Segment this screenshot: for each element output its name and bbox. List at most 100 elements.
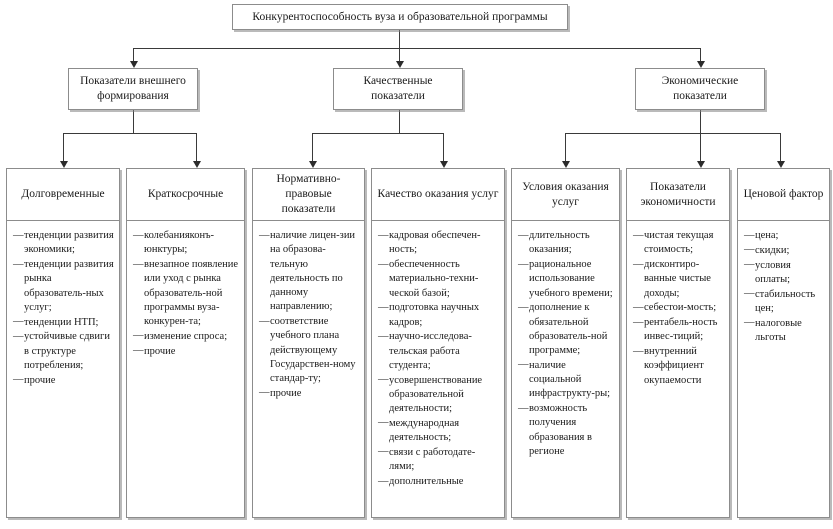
leaf-body-2: —наличие лицен-зии на образова-тельную д… bbox=[253, 221, 364, 517]
list-item-label: тенденции развития экономики; bbox=[24, 230, 114, 256]
leaf-column-short-term[interactable]: Краткосрочные —колебанияконъ-юнктуры;—вн… bbox=[126, 168, 245, 518]
arrow-level2-1 bbox=[396, 61, 404, 68]
connector-group1-drop-1 bbox=[443, 133, 444, 161]
list-item-label: международная деятельность; bbox=[389, 417, 460, 444]
group-node-external-indicators[interactable]: Показатели внешнего формирования bbox=[68, 68, 198, 110]
leaf-header-0: Долговременные bbox=[7, 169, 119, 221]
bullet-dash-icon: — bbox=[378, 374, 389, 386]
list-item-label: условия оплаты; bbox=[755, 259, 791, 285]
list-item-label: кадровая обеспечен-ность; bbox=[389, 230, 481, 256]
list-item-label: стабильность цен; bbox=[755, 288, 816, 314]
leaf-column-long-term[interactable]: Долговременные —тенденции развития эконо… bbox=[6, 168, 120, 518]
leaf-header-3: Качество оказания услуг bbox=[372, 169, 504, 221]
list-item: —наличие социальной инфраструкту-ры; bbox=[518, 359, 614, 402]
bullet-dash-icon: — bbox=[518, 359, 529, 371]
connector-group0-drop-0 bbox=[63, 133, 64, 161]
leaf-column-service-quality[interactable]: Качество оказания услуг —кадровая обеспе… bbox=[371, 168, 505, 518]
list-item: —кадровая обеспечен-ность; bbox=[378, 229, 499, 258]
connector-group0-stem bbox=[133, 110, 134, 133]
list-item: —прочие bbox=[13, 374, 114, 388]
group-node-label-2: Экономические показатели bbox=[661, 75, 739, 102]
list-item-label: тенденции НТП; bbox=[24, 316, 99, 328]
bullet-dash-icon: — bbox=[133, 345, 144, 357]
list-item: —налоговые льготы bbox=[744, 317, 824, 346]
list-item: —дополнительные bbox=[378, 475, 499, 489]
group-node-economic-indicators[interactable]: Экономические показатели bbox=[635, 68, 765, 110]
list-item-label: устойчивые сдвиги в структуре потреблени… bbox=[24, 331, 110, 371]
leaf-column-efficiency-indicators[interactable]: Показатели экономичности —чистая текущая… bbox=[626, 168, 730, 518]
bullet-dash-icon: — bbox=[13, 229, 24, 241]
arrow-leaf-6 bbox=[777, 161, 785, 168]
list-item-label: внутренний коэффициент окупаемости bbox=[644, 346, 704, 386]
list-item: —стабильность цен; bbox=[744, 288, 824, 317]
leaf-header-2: Нормативно-правовые показатели bbox=[253, 169, 364, 221]
leaf-list-5: —чистая текущая стоимость;—дисконтиро-ва… bbox=[633, 229, 724, 388]
connector-group1-drop-0 bbox=[312, 133, 313, 161]
connector-group0-drop-1 bbox=[196, 133, 197, 161]
root-node-competitiveness[interactable]: Конкурентоспособность вуза и образовател… bbox=[232, 4, 568, 30]
list-item-label: рентабель-ность инвес-тиций; bbox=[644, 317, 718, 343]
list-item: —тенденции НТП; bbox=[13, 316, 114, 330]
leaf-body-5: —чистая текущая стоимость;—дисконтиро-ва… bbox=[627, 221, 729, 517]
arrow-leaf-0 bbox=[60, 161, 68, 168]
list-item: —скидки; bbox=[744, 244, 824, 258]
bullet-dash-icon: — bbox=[133, 229, 144, 241]
group-node-label-0: Показатели внешнего формирования bbox=[80, 75, 186, 102]
group-node-quality-indicators[interactable]: Качественные показатели bbox=[333, 68, 463, 110]
bullet-dash-icon: — bbox=[744, 244, 755, 256]
arrow-leaf-1 bbox=[193, 161, 201, 168]
leaf-column-service-conditions[interactable]: Условия оказания услуг —длительность ока… bbox=[511, 168, 620, 518]
list-item: —изменение спроса; bbox=[133, 330, 239, 344]
leaf-column-price-factor[interactable]: Ценовой фактор —цена;—скидки;—условия оп… bbox=[737, 168, 830, 518]
list-item: —подготовка научных кадров; bbox=[378, 301, 499, 330]
bullet-dash-icon: — bbox=[378, 475, 389, 487]
list-item: —длительность оказания; bbox=[518, 229, 614, 258]
list-item-label: подготовка научных кадров; bbox=[389, 302, 480, 328]
list-item-label: тенденции развития рынка образователь-ны… bbox=[24, 259, 114, 313]
arrow-leaf-4 bbox=[562, 161, 570, 168]
bullet-dash-icon: — bbox=[378, 330, 389, 342]
list-item-label: цена; bbox=[755, 230, 779, 241]
arrow-leaf-3 bbox=[440, 161, 448, 168]
bullet-dash-icon: — bbox=[259, 315, 270, 327]
connector-level2-drop-0 bbox=[133, 48, 134, 61]
leaf-header-5: Показатели экономичности bbox=[627, 169, 729, 221]
bullet-dash-icon: — bbox=[378, 301, 389, 313]
list-item: —дисконтиро-ванные чистые доходы; bbox=[633, 258, 724, 301]
list-item: —условия оплаты; bbox=[744, 259, 824, 288]
bullet-dash-icon: — bbox=[744, 317, 755, 329]
bullet-dash-icon: — bbox=[518, 301, 529, 313]
connector-level2-drop-2 bbox=[700, 48, 701, 61]
bullet-dash-icon: — bbox=[259, 387, 270, 399]
list-item-label: колебанияконъ-юнктуры; bbox=[144, 230, 215, 256]
leaf-list-6: —цена;—скидки;—условия оплаты;—стабильно… bbox=[744, 229, 824, 345]
list-item: —обеспеченность материально-техни-ческой… bbox=[378, 258, 499, 301]
leaf-header-1: Краткосрочные bbox=[127, 169, 244, 221]
bullet-dash-icon: — bbox=[633, 258, 644, 270]
list-item: —устойчивые сдвиги в структуре потреблен… bbox=[13, 330, 114, 373]
leaf-body-0: —тенденции развития экономики;—тенденции… bbox=[7, 221, 119, 517]
leaf-list-1: —колебанияконъ-юнктуры;—внезапное появле… bbox=[133, 229, 239, 359]
leaf-list-4: —длительность оказания;—рациональное исп… bbox=[518, 229, 614, 459]
bullet-dash-icon: — bbox=[378, 417, 389, 429]
list-item: —колебанияконъ-юнктуры; bbox=[133, 229, 239, 258]
list-item: —внутренний коэффициент окупаемости bbox=[633, 345, 724, 388]
bullet-dash-icon: — bbox=[378, 258, 389, 270]
connector-group2-drop-0 bbox=[565, 133, 566, 161]
list-item-label: чистая текущая стоимость; bbox=[644, 230, 714, 256]
bullet-dash-icon: — bbox=[133, 258, 144, 270]
arrow-leaf-5 bbox=[697, 161, 705, 168]
list-item: —цена; bbox=[744, 229, 824, 243]
list-item: —международная деятельность; bbox=[378, 417, 499, 446]
leaf-column-regulatory-legal[interactable]: Нормативно-правовые показатели —наличие … bbox=[252, 168, 365, 518]
list-item-label: изменение спроса; bbox=[144, 330, 228, 342]
list-item: —возможность получения образования в рег… bbox=[518, 402, 614, 459]
bullet-dash-icon: — bbox=[633, 229, 644, 241]
list-item: —себестои-мость; bbox=[633, 301, 724, 315]
bullet-dash-icon: — bbox=[13, 316, 24, 328]
bullet-dash-icon: — bbox=[633, 301, 644, 313]
bullet-dash-icon: — bbox=[633, 345, 644, 357]
list-item-label: возможность получения образования в реги… bbox=[529, 403, 592, 457]
bullet-dash-icon: — bbox=[744, 229, 755, 241]
leaf-body-3: —кадровая обеспечен-ность;—обеспеченност… bbox=[372, 221, 504, 517]
